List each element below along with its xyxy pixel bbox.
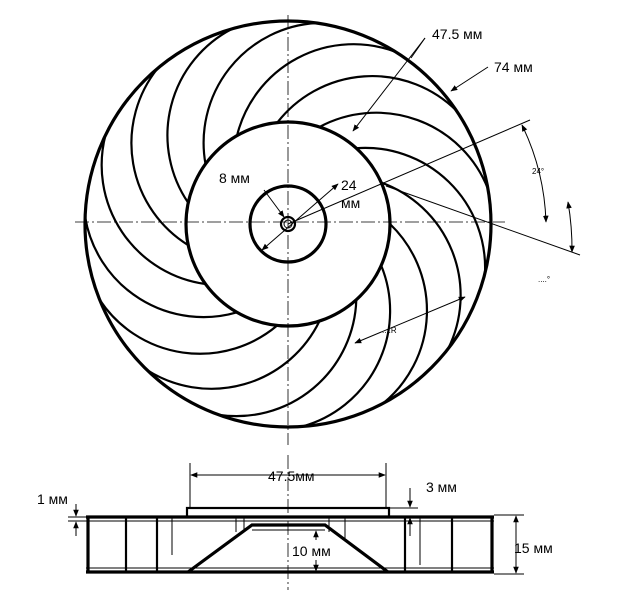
- blade: [84, 216, 238, 319]
- side-dim-1-label: 1 мм: [37, 491, 68, 507]
- angle-unknown-arc: [566, 201, 575, 253]
- dim-8-label: 8 мм: [219, 170, 250, 186]
- blade: [356, 146, 487, 274]
- side-dim-3-label: 3 мм: [426, 479, 457, 495]
- side-blade-lines: [124, 517, 454, 572]
- blade: [130, 67, 189, 247]
- blade: [100, 134, 206, 286]
- angle-24-label: 24°: [532, 167, 544, 176]
- angle-unknown-ray: [385, 185, 581, 256]
- dim-74-label: 74 мм: [494, 59, 533, 75]
- dim-47-5-leader: [352, 37, 426, 132]
- side-dim-47-5-label: 47.5мм: [268, 468, 315, 484]
- dim-24-label-line1: 24: [341, 177, 357, 193]
- angle-unknown-label: ....°: [538, 275, 550, 284]
- angle-24-arc: [521, 124, 549, 223]
- blade: [98, 299, 279, 355]
- outer-rim-circle: [83, 19, 493, 429]
- side-dim-10-label: 10 мм: [292, 543, 331, 559]
- dim-74-leader: [450, 66, 489, 92]
- dim-8-leader: [263, 189, 285, 218]
- blade: [318, 111, 489, 190]
- angle-24-ray: [287, 119, 531, 225]
- dim-24-leader: [261, 183, 339, 251]
- blade-group: [84, 21, 489, 428]
- top-view: 47.5 мм 74 мм 8 мм 24 мм 24° ....° ....R: [75, 15, 581, 445]
- conical-hub: [187, 523, 389, 574]
- blade: [202, 21, 317, 165]
- blade: [235, 43, 396, 136]
- blade-radius-label: ....R: [382, 326, 397, 335]
- blade: [276, 75, 458, 124]
- blade: [218, 299, 358, 418]
- blade: [301, 265, 392, 428]
- blade: [146, 320, 321, 390]
- blade: [166, 27, 233, 204]
- dim-47-5-label: 47.5 мм: [432, 26, 482, 42]
- blade: [380, 181, 462, 350]
- side-dim-15-label: 15 мм: [514, 540, 553, 556]
- dim-47-5-leader-b: [410, 37, 426, 59]
- blade-radius-leader: [354, 296, 466, 344]
- side-view: 47.5мм 1 мм 3 мм 10 мм 15 мм: [37, 455, 553, 590]
